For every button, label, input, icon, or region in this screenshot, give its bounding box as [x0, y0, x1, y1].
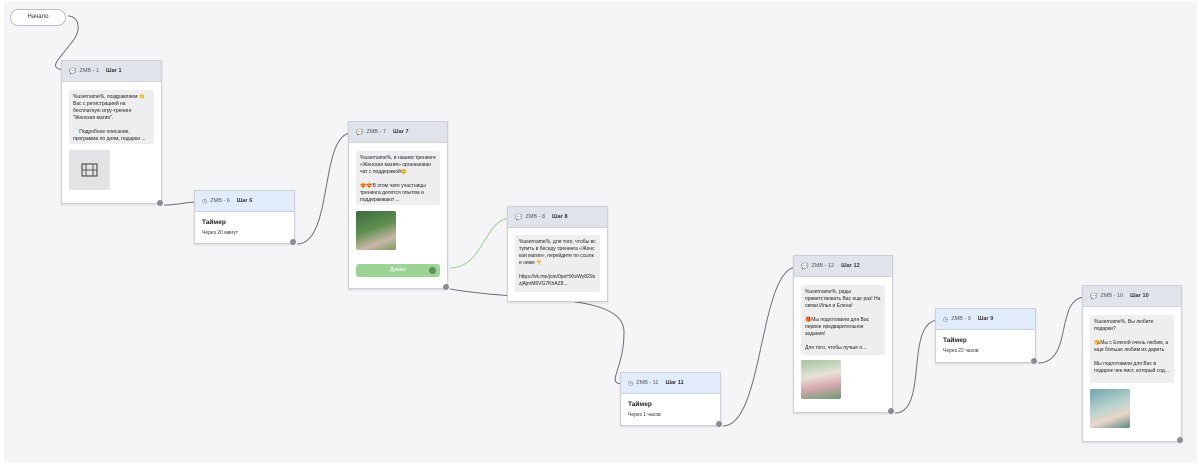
node-id: ZMB - 6	[210, 198, 230, 204]
message-bubble: %username%, Вы любите подарки? 😘Мы с Еле…	[1090, 315, 1174, 383]
node-id: ZMB - 12	[811, 263, 835, 269]
node-step: Шаг 7	[393, 129, 409, 135]
node-header: 💬 ZMB - 10 Шаг 10	[1083, 286, 1181, 307]
timer-subtitle: Через 22 часов	[943, 348, 979, 354]
start-label: Начало	[27, 14, 49, 20]
message-bubble: %username%, для того, чтобы вступить в б…	[515, 235, 600, 292]
node-id: ZMB - 10	[1100, 293, 1124, 299]
button-label: Думаю	[390, 267, 406, 273]
node-header: ◷ ZMB - 11 Шаг 11	[621, 373, 720, 394]
image-thumbnail	[801, 360, 841, 399]
node-zmb-6[interactable]: ◷ ZMB - 6 Шаг 6 Таймер Через 20 минут	[194, 190, 295, 244]
node-header: 💬 ZMB - 12 Шаг 12	[794, 256, 892, 277]
node-id: ZMB - 1	[79, 68, 100, 74]
output-port[interactable]	[443, 284, 449, 290]
timer-subtitle: Через 20 минут	[202, 230, 238, 236]
node-zmb-9[interactable]: ◷ ZMB - 9 Шаг 9 Таймер Через 22 часов	[935, 308, 1036, 363]
node-header: ◷ ZMB - 6 Шаг 6	[195, 191, 294, 212]
node-header: 💬 ZMB - 7 Шаг 7	[349, 122, 447, 143]
chat-icon: 💬	[801, 263, 809, 270]
node-zmb-12[interactable]: 💬 ZMB - 12 Шаг 12 %username%, рады приве…	[793, 255, 893, 413]
node-id: ZMB - 7	[366, 129, 387, 135]
timer-title: Таймер	[628, 401, 652, 408]
node-step: Шаг 9	[977, 316, 994, 322]
node-id: ZMB - 11	[636, 380, 659, 386]
node-step: Шаг 6	[236, 198, 253, 204]
output-port[interactable]	[290, 239, 296, 245]
chat-icon: 💬	[1090, 293, 1098, 300]
clock-icon: ◷	[943, 316, 949, 323]
clock-icon: ◷	[628, 380, 634, 387]
node-zmb-8[interactable]: 💬 ZMB - 8 Шаг 8 %username%, для того, чт…	[507, 206, 608, 302]
output-port[interactable]	[1177, 437, 1183, 443]
node-id: ZMB - 9	[951, 316, 971, 322]
node-step: Шаг 10	[1130, 293, 1149, 299]
think-button[interactable]: Думаю	[356, 264, 440, 277]
chat-icon: 💬	[515, 214, 523, 221]
timer-title: Таймер	[202, 219, 226, 226]
node-step: Шаг 8	[552, 214, 568, 220]
node-zmb-10[interactable]: 💬 ZMB - 10 Шаг 10 %username%, Вы любите …	[1082, 285, 1182, 442]
start-node[interactable]: Начало	[10, 9, 66, 26]
node-header: 💬 ZMB - 8 Шаг 8	[508, 207, 607, 228]
clock-icon: ◷	[202, 198, 208, 205]
output-port[interactable]	[157, 200, 163, 206]
image-thumbnail	[1090, 389, 1130, 428]
message-bubble: %username%, поздравляем 👏 Вас с регистра…	[69, 90, 154, 144]
node-header: ◷ ZMB - 9 Шаг 9	[936, 309, 1035, 330]
chat-icon: 💬	[69, 68, 77, 75]
output-port[interactable]	[716, 421, 722, 427]
chat-icon: 💬	[356, 129, 364, 136]
node-step: Шаг 12	[841, 263, 860, 269]
image-thumbnail	[356, 211, 396, 250]
node-zmb-7[interactable]: 💬 ZMB - 7 Шаг 7 %username%, в нашем трен…	[348, 121, 448, 289]
output-port[interactable]	[1031, 358, 1037, 364]
node-header: 💬 ZMB - 1 Шаг 1	[62, 61, 161, 82]
node-step: Шаг 1	[106, 68, 122, 74]
message-bubble: %username%, рады приветствовать Вас еще …	[801, 285, 885, 355]
button-port[interactable]	[429, 267, 436, 274]
node-id: ZMB - 8	[525, 214, 546, 220]
timer-subtitle: Через 1 часов	[628, 412, 661, 418]
output-port[interactable]	[888, 408, 894, 414]
film-icon	[69, 150, 110, 190]
message-bubble: %username%, в нашем тренинге «Женская ма…	[356, 151, 440, 205]
node-zmb-1[interactable]: 💬 ZMB - 1 Шаг 1 %username%, поздравляем …	[61, 60, 162, 204]
node-zmb-11[interactable]: ◷ ZMB - 11 Шаг 11 Таймер Через 1 часов	[620, 372, 721, 426]
node-step: Шаг 11	[665, 380, 684, 386]
timer-title: Таймер	[943, 337, 967, 344]
